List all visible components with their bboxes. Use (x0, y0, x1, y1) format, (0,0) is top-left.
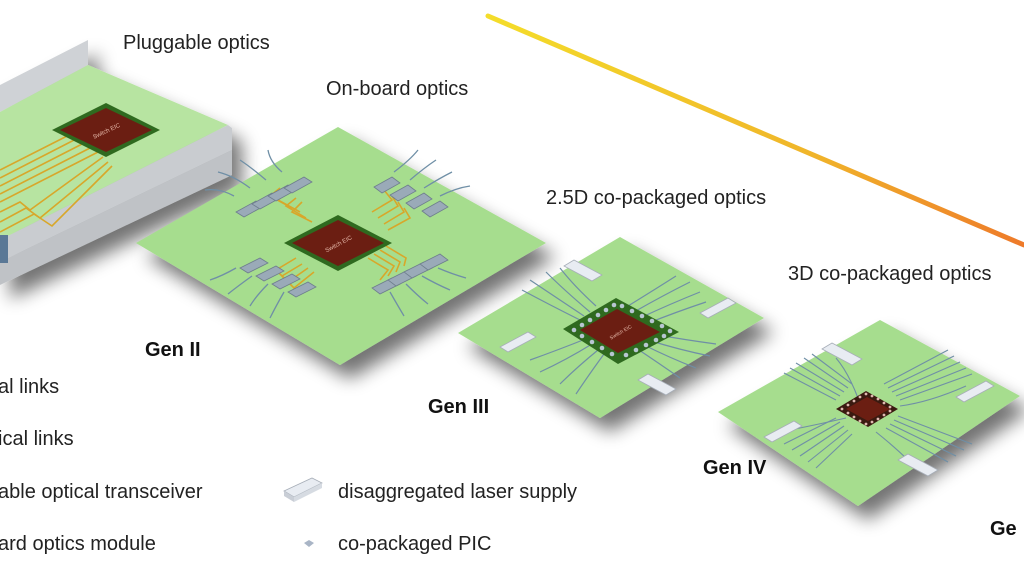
legend-co-packaged-pic: co-packaged PIC (338, 533, 492, 555)
label-3d-cpo: 3D co-packaged optics (788, 263, 992, 285)
legend-pluggable-transceiver: able optical transceiver (0, 481, 203, 503)
pic-icon (304, 540, 314, 547)
gen3-pics (571, 302, 673, 358)
legend-optical-links: ical links (0, 428, 74, 450)
gen-label-ii: Gen II (145, 339, 201, 361)
gen2-obo-modules (235, 176, 449, 298)
gen-label-v-partial: Ge (990, 518, 1017, 540)
gen1-switch-chip: Switch EIC (52, 103, 160, 157)
legend-electrical-links: al links (0, 376, 60, 398)
gen1-electrical-traces (0, 131, 113, 233)
gen-label-iii: Gen III (428, 396, 490, 418)
gen3-switch-chip: Switch EIC (563, 298, 679, 364)
laser-supply-icon (283, 477, 323, 502)
label-on-board-optics: On-board optics (326, 78, 469, 100)
gen-label-iv: Gen IV (703, 457, 767, 479)
trend-line (485, 13, 1024, 248)
gen4-fibers (783, 349, 973, 469)
legend-obo-module: ard optics module (0, 533, 156, 555)
gen4-laser-supplies (763, 342, 995, 477)
gen4-pics (840, 392, 892, 426)
gen2-fibers (204, 149, 471, 319)
gen2-switch-chip: Switch EIC (284, 215, 392, 271)
label-pluggable-optics: Pluggable optics (123, 32, 270, 54)
gen3-laser-supplies (499, 259, 737, 396)
legend-laser-supply: disaggregated laser supply (338, 481, 578, 503)
gen4-switch-chip (836, 391, 898, 427)
gen1-connector (0, 235, 8, 263)
label-2-5d-cpo: 2.5D co-packaged optics (546, 187, 767, 209)
